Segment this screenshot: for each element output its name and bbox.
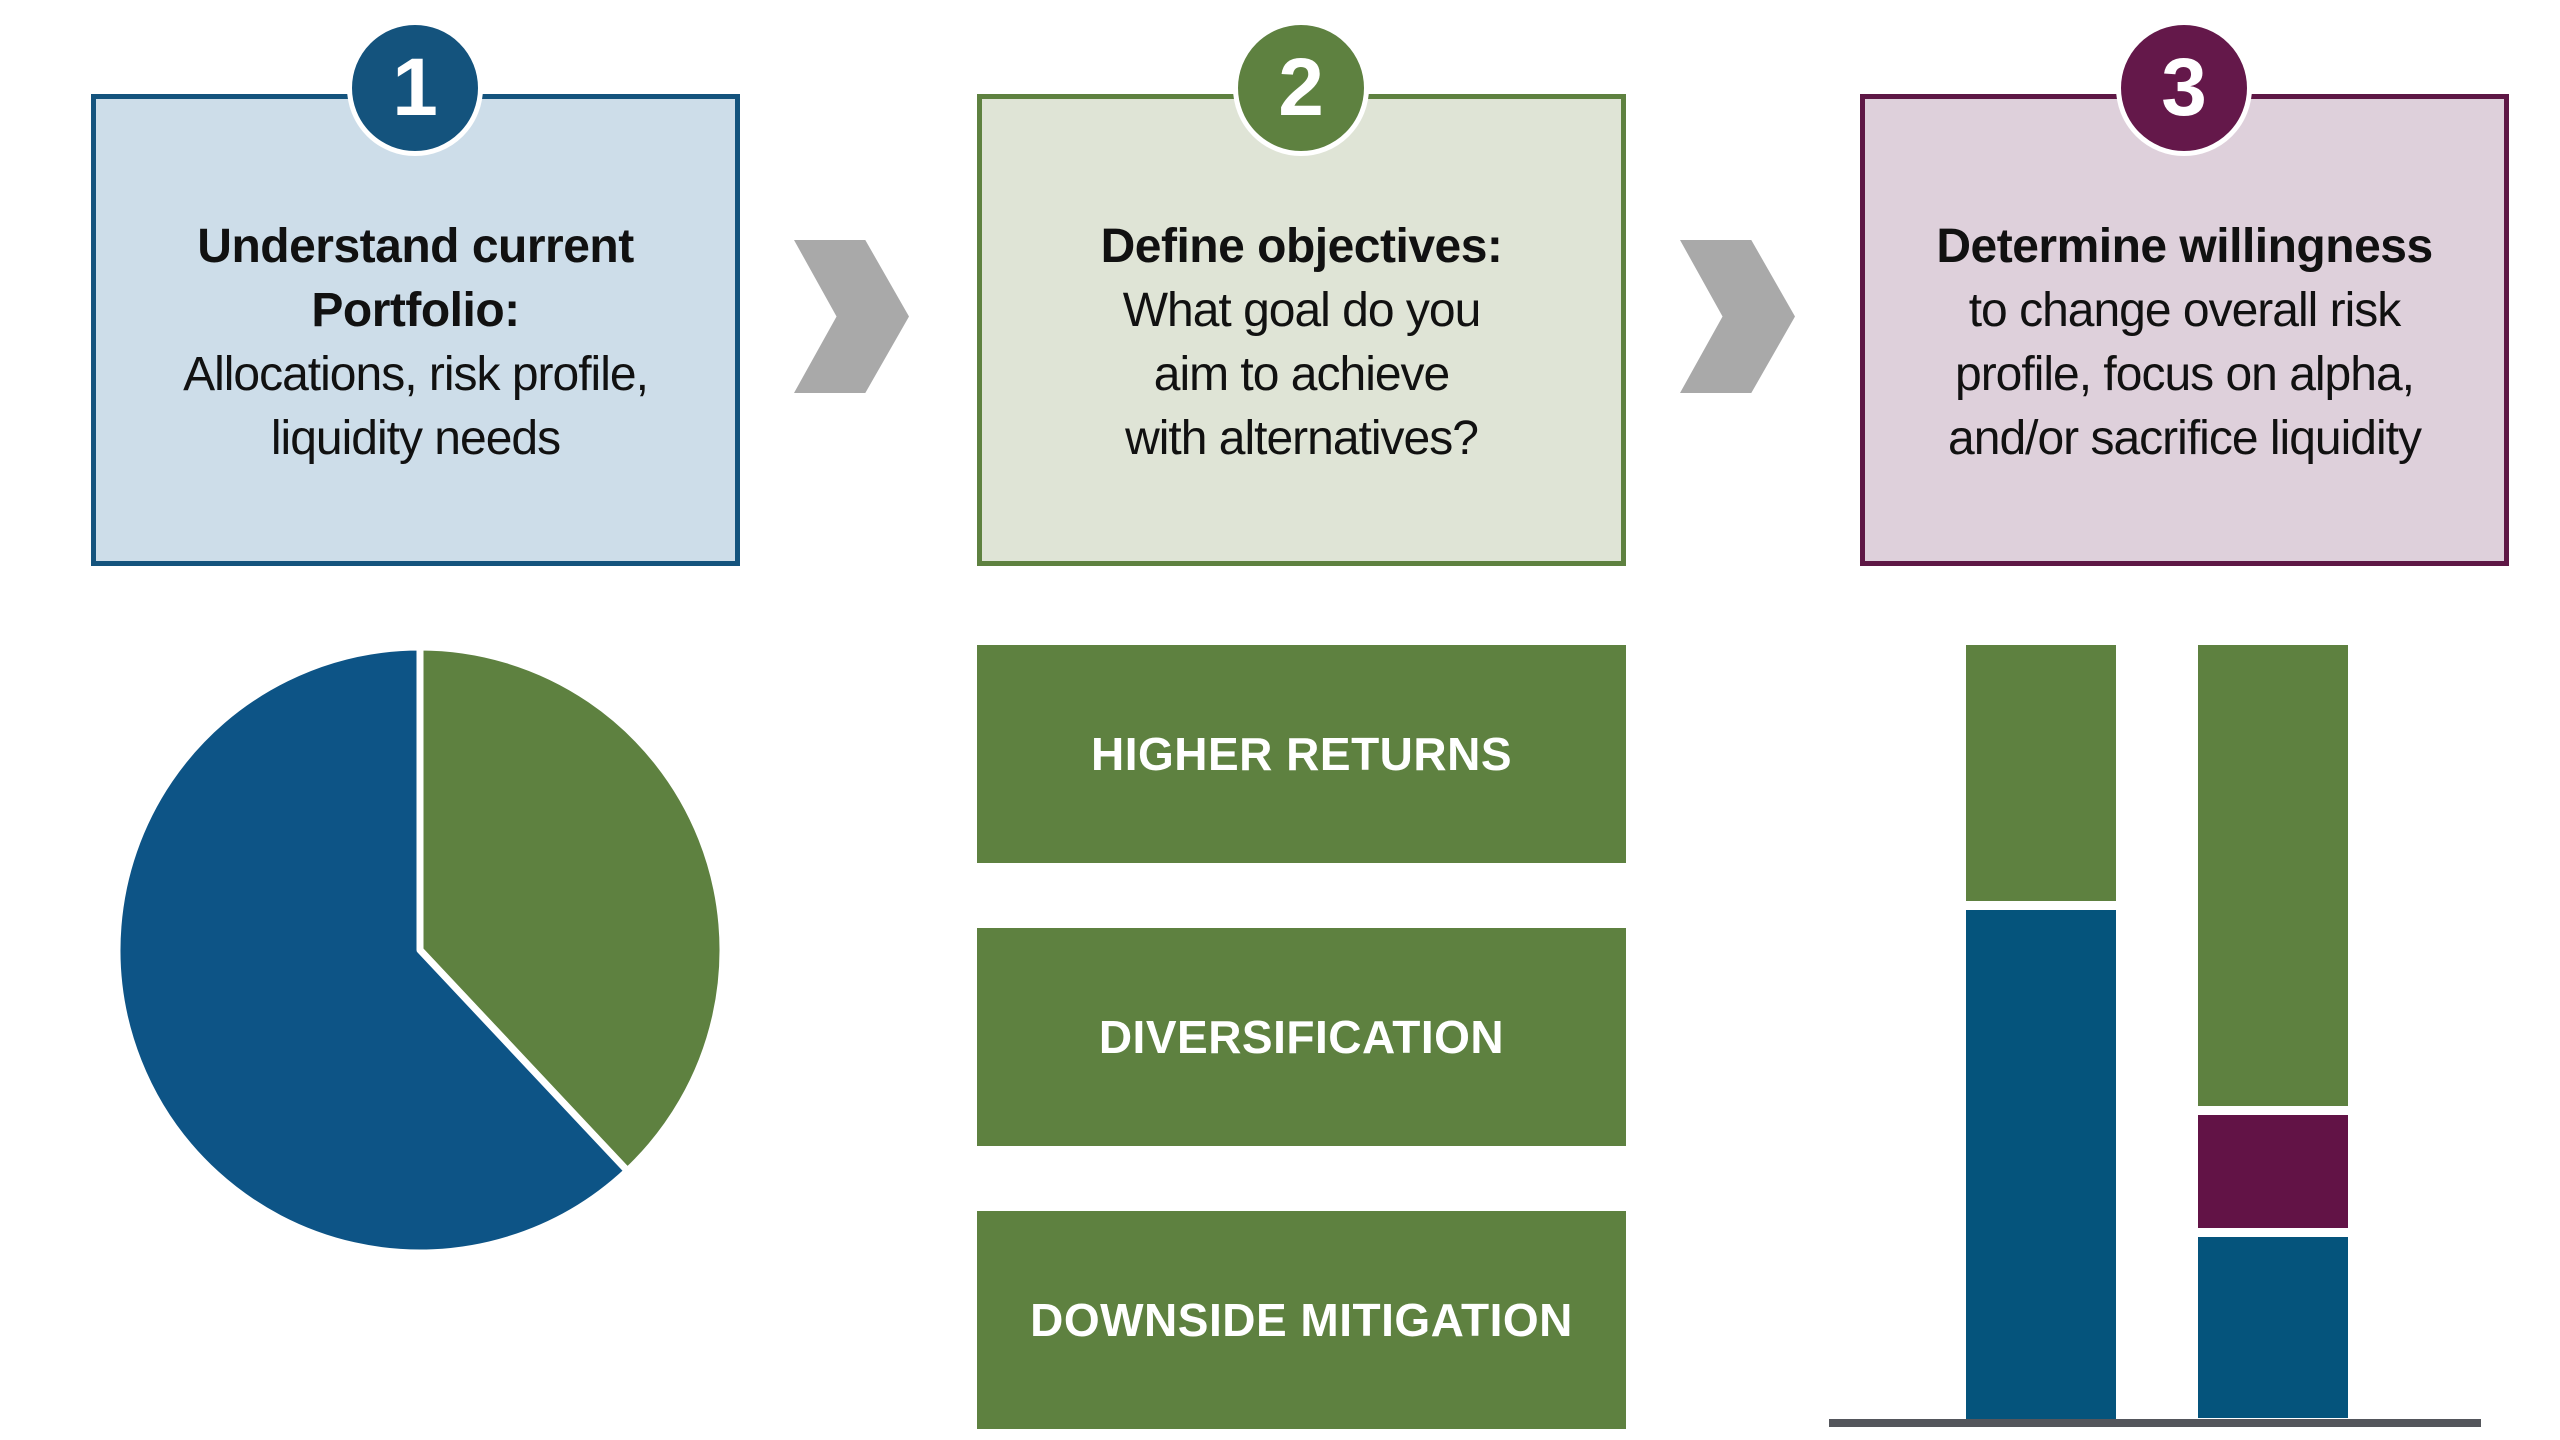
step-2-body-line: with alternatives? bbox=[1125, 412, 1479, 465]
pie-slice-blue-slice bbox=[113, 643, 631, 1257]
bar-purple-segment bbox=[2198, 1115, 2348, 1228]
pie-chart bbox=[110, 640, 730, 1260]
bar-blue-segment bbox=[2198, 1237, 2348, 1418]
objective-banner-diversification: DIVERSIFICATION bbox=[977, 928, 1626, 1146]
step-1-number-badge: 1 bbox=[347, 20, 483, 156]
pie-slice-green-slice bbox=[416, 643, 727, 1175]
step-2-body-line: What goal do you bbox=[1122, 284, 1482, 337]
step-box-2: Define objectives: What goal do you aim … bbox=[977, 94, 1626, 566]
step-3-number-badge: 3 bbox=[2116, 20, 2252, 156]
stacked-bar-left bbox=[1966, 645, 2116, 1419]
objective-banner-higher-returns: HIGHER RETURNS bbox=[977, 645, 1626, 863]
stacked-bar-right bbox=[2198, 645, 2348, 1419]
objective-label: DIVERSIFICATION bbox=[1098, 1011, 1505, 1063]
step-1-title-line: Understand current bbox=[197, 220, 634, 273]
step-2-body-line: aim to achieve bbox=[1153, 348, 1450, 401]
step-1-title-line: Portfolio: bbox=[311, 284, 520, 337]
step-2-number: 2 bbox=[1278, 42, 1324, 133]
objective-label: HIGHER RETURNS bbox=[1090, 728, 1513, 780]
chevron-right-icon bbox=[794, 240, 909, 393]
step-3-body-line: profile, focus on alpha, bbox=[1955, 348, 2415, 401]
step-1-body-line: liquidity needs bbox=[270, 412, 561, 465]
bar-baseline bbox=[1829, 1419, 2481, 1427]
step-2-number-badge: 2 bbox=[1233, 20, 1369, 156]
step-box-1: Understand current Portfolio: Allocation… bbox=[91, 94, 740, 566]
bar-green-segment bbox=[2198, 645, 2348, 1106]
objective-label: DOWNSIDE MITIGATION bbox=[1030, 1294, 1573, 1346]
objective-banner-downside-mitigation: DOWNSIDE MITIGATION bbox=[977, 1211, 1626, 1429]
step-1-number: 1 bbox=[392, 42, 438, 133]
pie-chart-svg bbox=[113, 643, 727, 1257]
bar-green-segment bbox=[1966, 645, 2116, 901]
step-3-title-line: Determine willingness bbox=[1936, 220, 2433, 273]
step-3-body-line: to change overall risk bbox=[1968, 284, 2402, 337]
step-3-body-line: and/or sacrifice liquidity bbox=[1948, 412, 2422, 465]
step-3-number: 3 bbox=[2161, 42, 2207, 133]
step-box-3: Determine willingness to change overall … bbox=[1860, 94, 2509, 566]
bar-blue-segment bbox=[1966, 910, 2116, 1419]
chevron-right-icon bbox=[1680, 240, 1795, 393]
step-2-title-line: Define objectives: bbox=[1100, 220, 1503, 273]
step-1-body-line: Allocations, risk profile, bbox=[183, 348, 649, 401]
